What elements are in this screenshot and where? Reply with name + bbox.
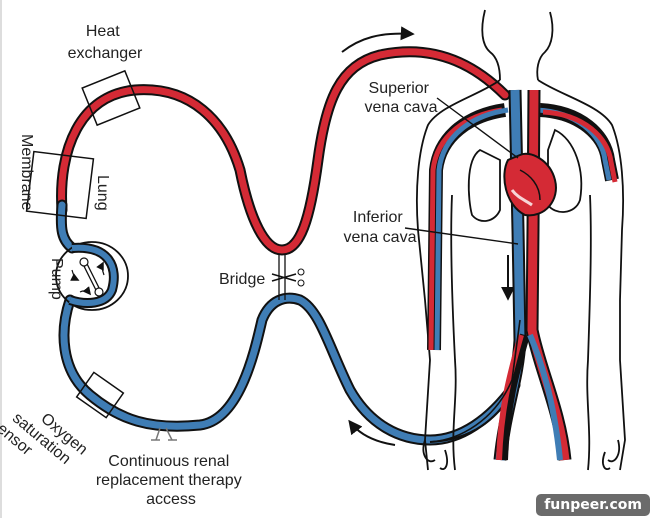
return-tubing-oxygenated bbox=[56, 46, 511, 256]
crrt-label-line2: replacement therapy bbox=[96, 472, 242, 489]
crrt-label-line3: access bbox=[146, 491, 196, 508]
lung-label: Lung bbox=[94, 175, 111, 211]
heat-exchanger-box bbox=[81, 69, 141, 127]
body-outline bbox=[416, 9, 626, 471]
superior-vena-cava-label: Superior vena cava bbox=[365, 80, 438, 116]
pump bbox=[55, 241, 129, 311]
flow-arrow-bottom bbox=[348, 419, 396, 446]
crrt-access-label: Continuous renal replacement therapy acc… bbox=[96, 453, 246, 508]
lungs bbox=[467, 128, 583, 222]
heat-exchanger-label-line2: exchanger bbox=[68, 45, 143, 62]
clamp-scissors-icon bbox=[271, 268, 305, 287]
inferior-vena-cava-label: Inferior vena cava bbox=[344, 209, 417, 246]
watermark: funpeer.com bbox=[536, 494, 650, 516]
flow-arrow-top bbox=[341, 26, 415, 53]
heat-exchanger-label-line1: Heat bbox=[86, 23, 120, 40]
svc-label-line1: Superior bbox=[369, 80, 430, 97]
membrane-lung-box bbox=[25, 150, 95, 220]
crrt-label-line1: Continuous renal bbox=[108, 453, 229, 470]
bridge-label: Bridge bbox=[219, 271, 265, 288]
ivc-label-line2: vena cava bbox=[344, 229, 417, 246]
pump-label: Pump bbox=[48, 258, 65, 300]
heart bbox=[503, 152, 557, 217]
drainage-tubing-deoxygenated bbox=[55, 199, 521, 446]
heat-exchanger-label: Heat exchanger bbox=[68, 23, 143, 62]
ivc-leader-line bbox=[404, 227, 519, 245]
membrane-label: Membrane bbox=[18, 134, 35, 211]
arm-vessels bbox=[427, 103, 619, 351]
oxygen-sensor-label: Oxygen saturation sensor bbox=[0, 388, 94, 489]
svc-label-line2: vena cava bbox=[365, 99, 438, 116]
ivc-label-line1: Inferior bbox=[353, 209, 403, 226]
oxygen-sensor-box bbox=[75, 371, 125, 419]
drainage-cannula bbox=[429, 319, 521, 443]
crrt-access-ports-icon bbox=[151, 427, 177, 441]
svc-leader-line bbox=[436, 97, 519, 159]
image-left-border bbox=[0, 0, 2, 518]
